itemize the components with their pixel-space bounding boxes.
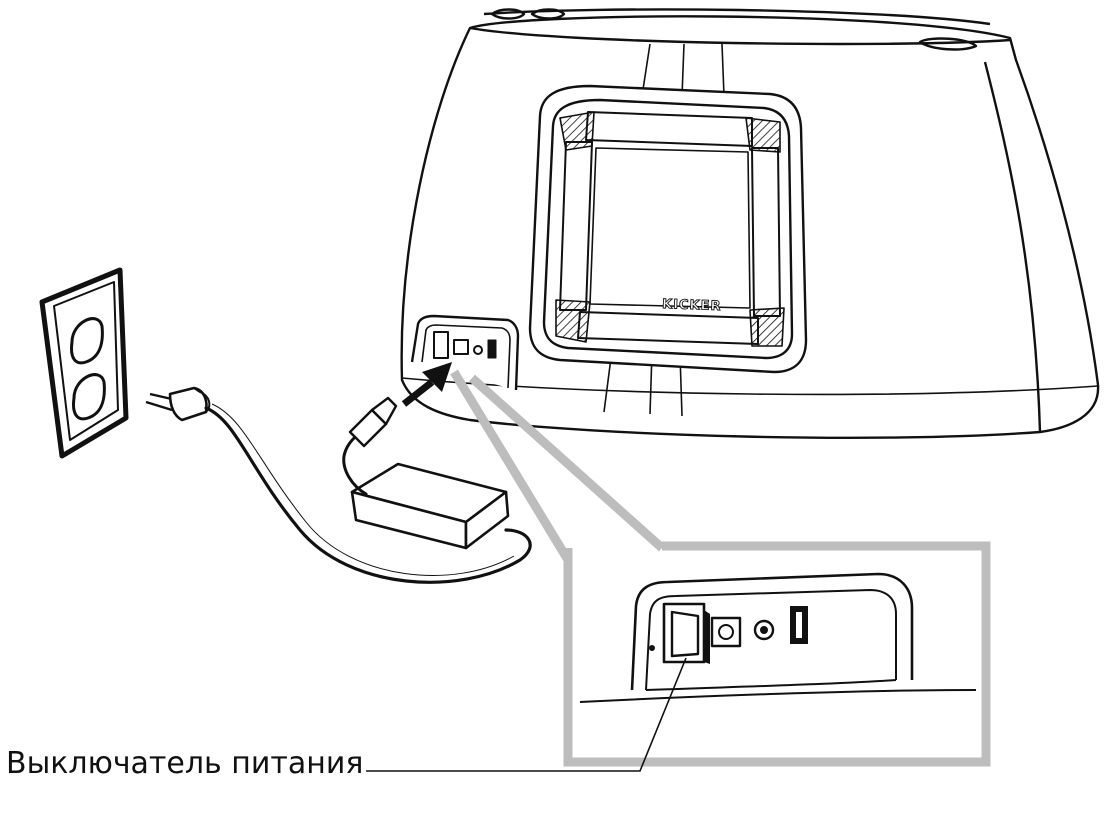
zoom-recess-floor [645,679,897,691]
arrow-head [422,362,452,392]
callout-leader-line [366,657,687,772]
zoom-callout [450,369,991,767]
rear-dc-jack [453,339,469,355]
zoom-dc-jack [710,616,742,648]
arrow-shaft [401,379,435,407]
zoom-leader-left [450,369,572,563]
cradle-center-pad [589,147,751,309]
power-adapter-icon [350,462,510,550]
wall-outlet-icon [39,267,129,459]
outlet-plate-edge [53,281,119,441]
outlet-socket-upper [70,317,104,365]
dock-base-line [401,377,1099,396]
zoom-recess-inner [645,589,897,691]
zoom-aux-jack-hole [760,626,768,634]
zoom-usb-slot [796,612,802,638]
rear-power-switch [433,331,449,359]
top-button-left [490,8,526,20]
dc-cord [342,434,368,496]
dock-top-front-edge [469,26,1011,46]
rib-corner-bottom-left [555,299,591,343]
zoom-aux-jack [753,619,775,641]
zoom-detail [579,572,977,703]
top-button-right [918,37,978,51]
rear-aux-jack [473,345,483,355]
power-switch-shadow [704,610,710,664]
dc-plug-tip [370,396,398,426]
ac-cord [204,406,532,584]
insert-arrow-icon [401,362,452,407]
speaker-dock [400,8,1100,439]
power-switch-callout-label: Выключатель питания [6,746,364,781]
power-plug-icon [145,386,211,422]
rear-port-recess-inner [421,324,511,389]
rib-corner-top-right [745,117,781,153]
zoom-screw [649,645,655,651]
dock-frame-outer [528,84,808,374]
zoom-dc-jack-pin [718,624,734,640]
plug-prong-lower [145,400,173,412]
rib-corner-top-left [559,111,595,151]
dock-side-edge [983,61,1042,433]
zoom-leader-right [468,374,666,552]
rear-usb-port [487,339,497,359]
outlet-socket-lower [72,373,106,421]
power-switch-rocker [670,610,700,658]
power-switch [662,602,710,664]
dc-barrel-plug [348,396,398,448]
dock-logo: KICKER [662,297,722,314]
adapter-side [464,490,510,550]
ac-cord-highlight [211,403,515,576]
zoom-frame [563,541,991,767]
center-strip-mid-upper [681,43,685,97]
zoom-housing-base [579,689,977,703]
top-button-mid [530,8,566,20]
center-strip-right-upper [721,43,725,97]
dock-frame-inner [542,98,794,360]
rib-corner-bottom-right [749,307,785,347]
